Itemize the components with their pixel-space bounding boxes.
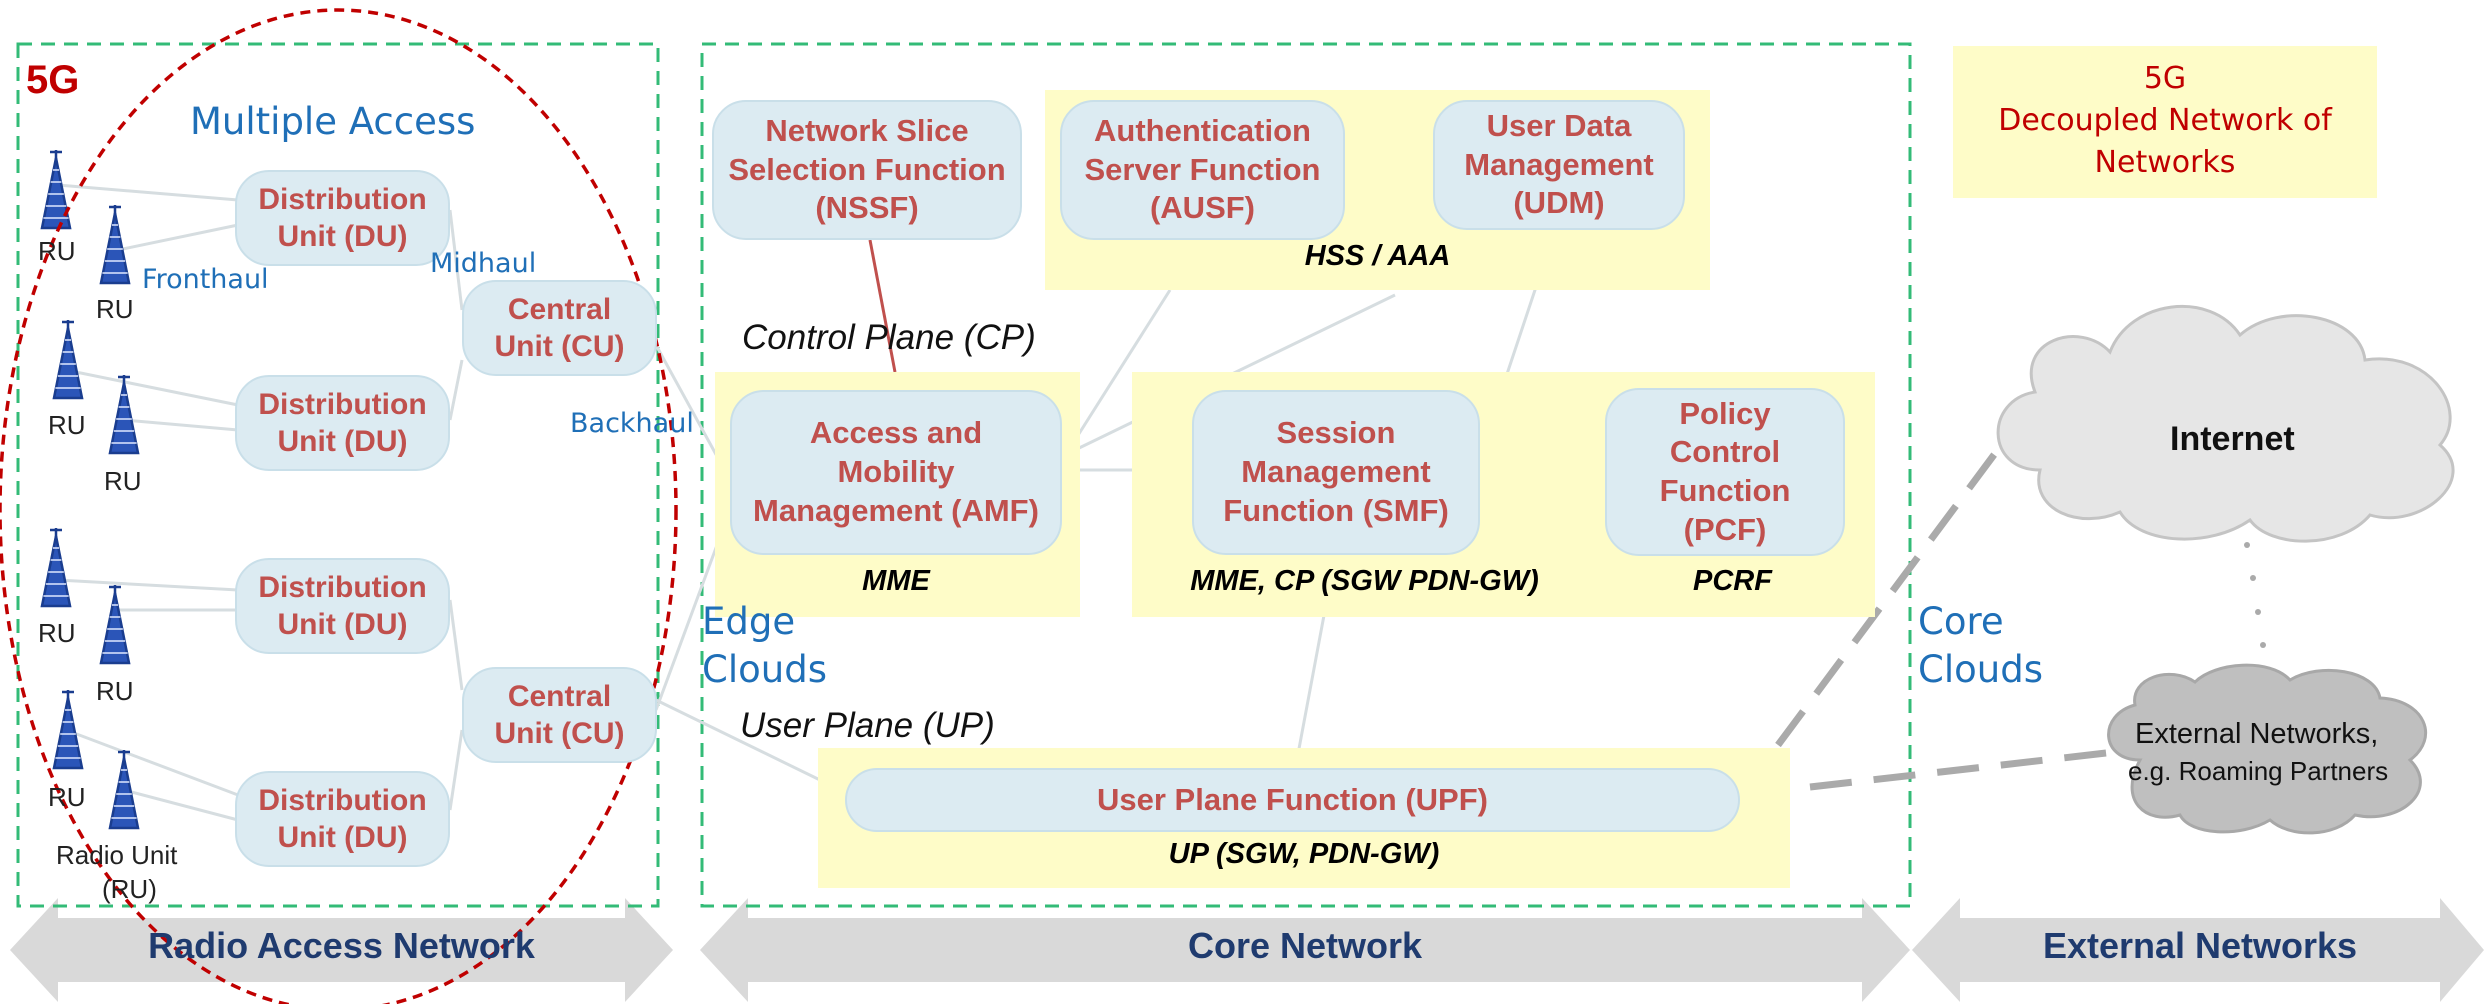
udm-box: User Data Management (UDM) [1433, 100, 1685, 230]
distribution-unit-2: Distribution Unit (DU) [235, 375, 450, 471]
midhaul-label: Midhaul [430, 248, 537, 279]
core-arrow-bar [700, 898, 1910, 1002]
edge-clouds-label: Edge Clouds [702, 600, 827, 692]
internet-label: Internet [2170, 420, 2295, 458]
core-bar-label: Core Network [1187, 925, 1423, 966]
decoupled-note-panel [1953, 46, 2377, 198]
control-plane-label: Control Plane (CP) [742, 318, 1036, 357]
ru-label-3: RU [48, 410, 86, 440]
antenna-icon [52, 690, 84, 770]
cloud-shape-internet [1996, 304, 2455, 543]
ru-label-1: RU [38, 236, 76, 266]
antenna-group [40, 150, 140, 830]
antenna-icon [99, 205, 131, 285]
external-networks-label: External Networks, [2135, 718, 2379, 750]
smf-box: Session Management Function (SMF) [1192, 390, 1480, 555]
core-clouds-label: Core Clouds [1918, 600, 2043, 692]
ran-bar-label: Radio Access Network [148, 925, 535, 966]
ru-label-7: RU [48, 782, 86, 812]
ran-region-border [16, 42, 660, 908]
external-bar-label: External Networks [2042, 925, 2358, 966]
section-arrow-bars [10, 898, 2484, 1002]
central-unit-1: Central Unit (CU) [462, 280, 657, 376]
user-plane-label: User Plane (UP) [740, 706, 995, 745]
external-links [1775, 437, 2116, 791]
backhaul-label: Backhaul [570, 408, 694, 439]
hss-aaa-label: HSS / AAA [1304, 240, 1451, 272]
distribution-unit-4: Distribution Unit (DU) [235, 771, 450, 867]
internet-external-dots [2244, 542, 2266, 648]
brand-5g-label: 5G [26, 58, 80, 102]
antenna-icon [40, 150, 72, 230]
cloud-shape-external [2107, 663, 2428, 835]
fronthaul-label: Fronthaul [142, 264, 269, 295]
ran-highlight-ellipse [0, 8, 678, 1004]
core-region-border [700, 42, 1912, 908]
ru-label-5: RU [38, 618, 76, 648]
ran-arrow-bar [10, 898, 673, 1002]
upf-box: User Plane Function (UPF) [845, 768, 1740, 832]
pcf-box: Policy Control Function (PCF) [1605, 388, 1845, 556]
central-unit-2: Central Unit (CU) [462, 667, 657, 763]
pcrf-label: PCRF [1693, 565, 1772, 597]
upf-legacy-label: UP (SGW, PDN-GW) [1168, 838, 1440, 870]
ru-label-2: RU [96, 294, 134, 324]
external-arrow-bar [1912, 898, 2484, 1002]
amf-box: Access and Mobility Management (AMF) [730, 390, 1062, 555]
ru-label-6: RU [96, 676, 134, 706]
antenna-icon [108, 750, 140, 830]
antenna-icon [52, 320, 84, 400]
distribution-unit-3: Distribution Unit (DU) [235, 558, 450, 654]
smf-legacy-label: MME, CP (SGW PDN-GW) [1190, 565, 1539, 597]
ru-label-4: RU [104, 466, 142, 496]
decoupled-note-text: 5G Decoupled Network of Networks [1998, 61, 2332, 180]
external-networks-sub-label: e.g. Roaming Partners [2128, 756, 2389, 786]
radio-unit-sub-label: (RU) [102, 874, 157, 904]
antenna-icon [99, 585, 131, 665]
nssf-box: Network Slice Selection Function (NSSF) [712, 100, 1022, 240]
multiple-access-label: Multiple Access [190, 100, 476, 143]
radio-unit-label: Radio Unit [56, 840, 178, 870]
mme-label: MME [862, 565, 930, 597]
antenna-icon [108, 375, 140, 455]
distribution-unit-1: Distribution Unit (DU) [235, 170, 450, 266]
nssf-amf-link [868, 239, 897, 373]
ausf-box: Authentication Server Function (AUSF) [1060, 100, 1345, 240]
antenna-icon [40, 528, 72, 608]
